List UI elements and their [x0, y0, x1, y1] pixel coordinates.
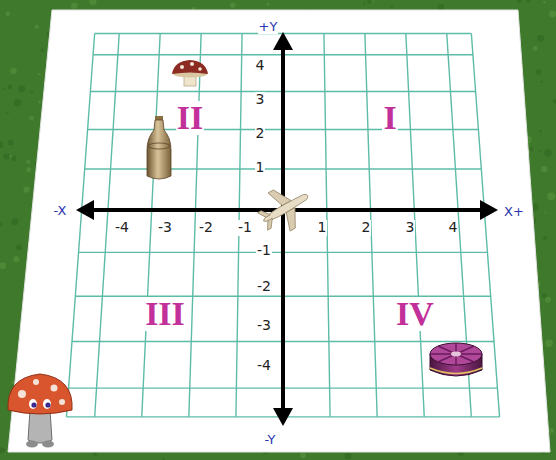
- grass-speck: [0, 142, 3, 148]
- grass-speck: [11, 380, 15, 384]
- grass-speck: [542, 293, 547, 298]
- tick-number: -1: [256, 243, 272, 258]
- grass-speck: [517, 0, 522, 3]
- grass-speck: [537, 35, 544, 42]
- tick-number: 1: [317, 220, 328, 235]
- grass-speck: [549, 11, 556, 18]
- grass-speck: [549, 428, 554, 433]
- grass-speck: [267, 3, 270, 6]
- y-axis: [281, 42, 285, 414]
- tick-number: 2: [255, 126, 266, 141]
- grass-speck: [7, 85, 12, 90]
- grass-speck: [18, 85, 25, 92]
- quadrant-label: IV: [395, 297, 435, 331]
- grass-speck: [11, 218, 18, 225]
- grass-speck: [30, 91, 33, 94]
- y-axis-arrow: [273, 32, 293, 50]
- tick-number: 3: [255, 92, 266, 107]
- airplane-icon: [252, 176, 319, 240]
- tick-number: 2: [361, 220, 372, 235]
- tick-number: 3: [405, 220, 416, 235]
- tick-number: -2: [198, 220, 214, 235]
- quadrant-label: II: [176, 101, 204, 135]
- grass-speck: [0, 262, 6, 269]
- grass-speck: [367, 0, 372, 4]
- tick-number: -4: [256, 358, 272, 373]
- grass-speck: [544, 211, 546, 213]
- grass-speck: [26, 160, 30, 164]
- grass-speck: [230, 3, 235, 8]
- tick-number: 1: [255, 160, 266, 175]
- grass-speck: [8, 140, 14, 146]
- axis-label: +Y: [258, 20, 279, 34]
- grass-speck: [71, 3, 77, 9]
- grass-speck: [6, 111, 9, 114]
- drum-icon: [430, 343, 482, 376]
- grass-speck: [300, 452, 306, 458]
- grass-speck: [390, 5, 393, 8]
- grass-speck: [29, 116, 34, 121]
- paper-sheet: [8, 10, 550, 452]
- grass-speck: [38, 73, 41, 76]
- grass-speck: [14, 99, 21, 106]
- grass-speck: [344, 453, 351, 460]
- grass-speck: [536, 69, 541, 74]
- grass-speck: [545, 297, 551, 303]
- grass-speck: [9, 155, 12, 158]
- grass-speck: [38, 101, 41, 104]
- grass-speck: [23, 187, 29, 193]
- x-axis-arrow: [76, 200, 94, 220]
- grass-speck: [539, 130, 542, 133]
- grass-speck: [5, 11, 10, 16]
- tick-number: 4: [448, 220, 459, 235]
- axis-label: -X: [53, 204, 68, 218]
- grass-speck: [26, 167, 31, 172]
- axes: [76, 32, 498, 426]
- tick-number: 4: [255, 58, 266, 73]
- bottle-icon: [147, 116, 171, 179]
- quadrant-label: I: [382, 101, 397, 135]
- grass-speck: [10, 68, 16, 74]
- grass-speck: [0, 222, 2, 227]
- tick-number: -3: [157, 220, 173, 235]
- grass-speck: [541, 166, 547, 172]
- grass-speck: [543, 1, 546, 4]
- mushroom-character: [8, 374, 72, 448]
- grass-speck: [544, 149, 552, 157]
- grass-speck: [547, 193, 555, 201]
- tick-number: -4: [114, 220, 130, 235]
- mushroom-icon: [172, 60, 208, 86]
- grass-speck: [89, 0, 96, 5]
- grass-speck: [3, 88, 5, 90]
- grass-speck: [553, 99, 556, 103]
- axis-label: -Y: [263, 433, 276, 447]
- grass-speck: [363, 2, 365, 4]
- tick-number: -3: [256, 318, 272, 333]
- grid-lines: [66, 33, 499, 416]
- grass-speck: [541, 80, 544, 83]
- axis-label: X+: [503, 205, 525, 219]
- grass-speck: [41, 49, 44, 52]
- grass-speck: [543, 236, 547, 240]
- grass-speck: [545, 340, 552, 347]
- grass-speck: [3, 153, 9, 159]
- x-axis-arrow: [480, 200, 498, 220]
- grass-speck: [539, 150, 541, 152]
- grass-speck: [526, 0, 530, 3]
- grass-speck: [16, 245, 22, 251]
- grass-speck: [35, 25, 39, 29]
- grass-speck: [163, 458, 165, 460]
- tick-number: -2: [256, 279, 272, 294]
- grass-speck: [0, 447, 5, 453]
- quadrant-label: III: [144, 297, 186, 331]
- tick-number: -1: [237, 220, 253, 235]
- grass-speck: [13, 256, 19, 262]
- grass-speck: [533, 46, 538, 51]
- y-axis-arrow: [273, 408, 293, 426]
